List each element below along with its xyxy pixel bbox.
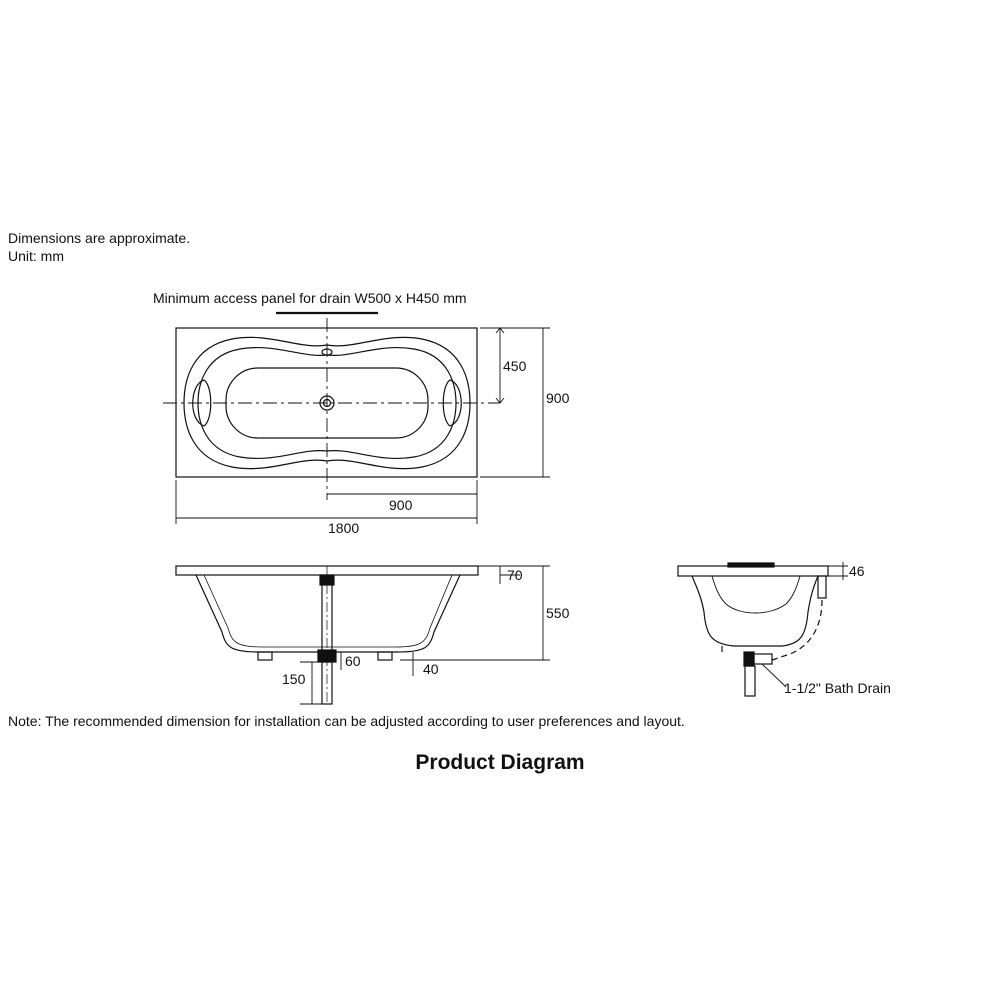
end-basin-profile	[711, 575, 801, 614]
end-overflow-pipe	[817, 575, 827, 599]
end-overflow-line	[771, 599, 823, 661]
end-drain-pipe	[744, 665, 756, 697]
headrest-left	[192, 379, 212, 427]
end-drain-fitting	[743, 651, 755, 667]
dim-foot: 40	[423, 661, 439, 677]
dim-end-rim: 46	[849, 563, 865, 579]
side-view	[175, 565, 550, 705]
diagram-title: Product Diagram	[415, 751, 585, 774]
basin-outline	[183, 336, 471, 470]
end-body	[691, 575, 819, 647]
headrest-right	[442, 379, 462, 427]
basin-armrest-line	[197, 347, 457, 459]
dim-half-length: 900	[389, 497, 413, 513]
side-foot-left	[257, 651, 273, 661]
bath-drain-label: 1-1/2" Bath Drain	[784, 680, 891, 696]
dim-rim-side: 70	[507, 567, 523, 583]
dim-length: 1800	[328, 520, 359, 536]
install-note: Note: The recommended dimension for inst…	[8, 713, 685, 729]
end-view	[677, 562, 848, 697]
access-panel-label: Minimum access panel for drain W500 x H4…	[153, 290, 467, 306]
side-body	[195, 574, 461, 653]
approx-note: Dimensions are approximate.	[8, 230, 191, 246]
plan-view	[163, 311, 550, 524]
dim-width: 900	[546, 390, 570, 406]
bath-drain-leader	[761, 663, 787, 688]
side-body-inner	[203, 574, 453, 648]
dim-half-width: 450	[503, 358, 527, 374]
end-headrest	[727, 562, 775, 568]
dim-height: 550	[546, 605, 570, 621]
dim-drain-offset: 60	[345, 653, 361, 669]
side-foot-right	[377, 651, 393, 661]
dim-drain-depth: 150	[282, 671, 306, 687]
unit-note: Unit: mm	[8, 248, 64, 264]
end-drain-trap	[753, 653, 773, 665]
tub-rim-outline	[175, 327, 478, 478]
